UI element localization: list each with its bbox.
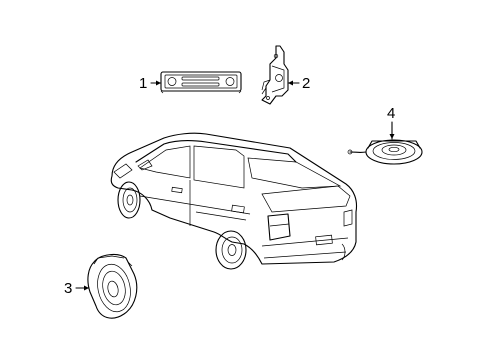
part-1-radio-unit[interactable] bbox=[160, 71, 242, 94]
arrow-head-icon bbox=[288, 80, 293, 86]
arrow-head-icon bbox=[84, 285, 89, 291]
part-2-bracket[interactable] bbox=[261, 45, 289, 105]
callout-1: 1 bbox=[139, 75, 162, 92]
callout-3-label: 3 bbox=[64, 280, 72, 297]
callout-4: 4 bbox=[387, 105, 395, 140]
callout-2: 2 bbox=[287, 75, 310, 92]
callout-1-label: 1 bbox=[139, 75, 147, 92]
part-4-rear-speaker[interactable] bbox=[347, 139, 423, 165]
callout-2-label: 2 bbox=[302, 75, 310, 92]
arrow-head-icon bbox=[389, 134, 395, 139]
callout-3: 3 bbox=[64, 280, 90, 297]
callout-4-label: 4 bbox=[387, 105, 395, 122]
part-3-front-speaker[interactable] bbox=[87, 253, 138, 319]
arrow-head-icon bbox=[156, 80, 161, 86]
car-illustration bbox=[110, 132, 358, 270]
